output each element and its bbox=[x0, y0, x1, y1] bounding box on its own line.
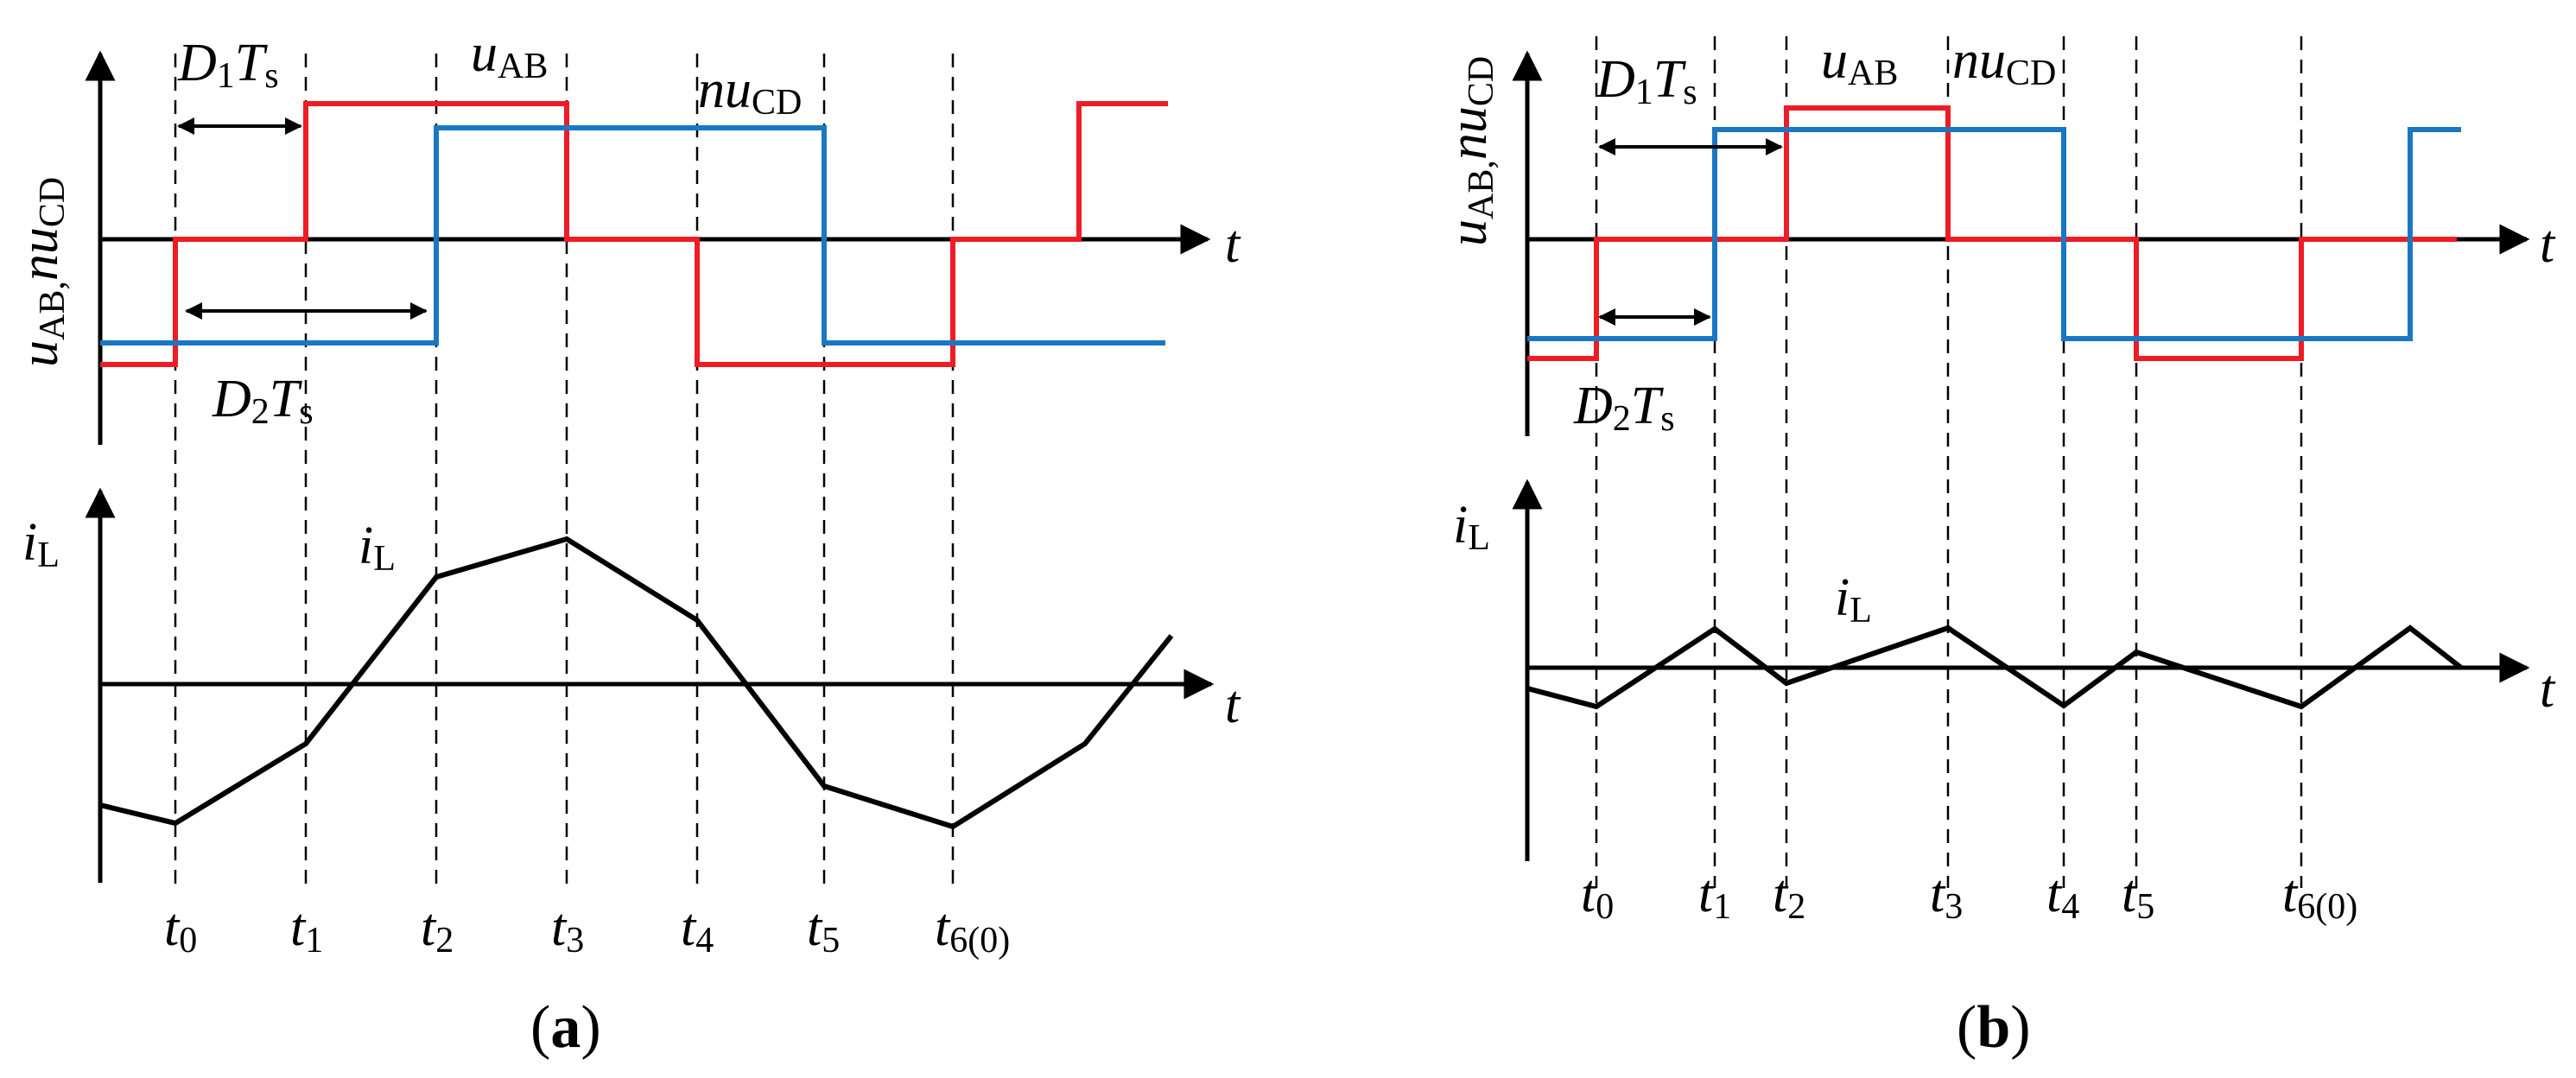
y-label-current: iL bbox=[1453, 496, 1490, 558]
uAB-label: uAB bbox=[471, 24, 548, 86]
t3-label: t3 bbox=[1930, 865, 1963, 927]
y-label-current: iL bbox=[22, 513, 60, 575]
iL-label: iL bbox=[358, 517, 396, 579]
iL-waveform bbox=[99, 536, 1174, 830]
t2-label: t2 bbox=[1773, 865, 1805, 927]
D2Ts-label: D2Ts bbox=[212, 370, 314, 432]
D1Ts-label: D1Ts bbox=[1596, 50, 1697, 112]
axis-t-label: t bbox=[1225, 215, 1241, 274]
t4-label: t4 bbox=[681, 898, 714, 961]
D1Ts-label: D1Ts bbox=[177, 34, 279, 96]
nuCD-label: nuCD bbox=[1952, 31, 2056, 93]
t5-label: t5 bbox=[2122, 865, 2154, 927]
nuCD-waveform bbox=[1527, 127, 2461, 341]
axis-t-label: t bbox=[1225, 675, 1241, 734]
t4-label: t4 bbox=[2046, 865, 2079, 927]
panel-b: uAB,nuCD iL t t D1Ts D2Ts uAB nuCD iL t0… bbox=[1439, 31, 2556, 1061]
panel-caption-a: (a) bbox=[530, 994, 601, 1061]
uAB-waveform bbox=[100, 101, 1168, 367]
t6-label: t6(0) bbox=[2282, 865, 2357, 927]
panel-caption-b: (b) bbox=[1957, 994, 2031, 1061]
y-label-voltage: uAB,nuCD bbox=[10, 177, 73, 367]
time-tick-labels: t0 t1 t2 t3 t4 t5 t6(0) bbox=[164, 898, 1010, 961]
axis-t-label: t bbox=[2540, 215, 2556, 274]
t1-label: t1 bbox=[290, 898, 323, 961]
nuCD-waveform bbox=[100, 125, 1165, 346]
t0-label: t0 bbox=[164, 898, 197, 961]
iL-waveform bbox=[1526, 625, 2463, 710]
D2Ts-label: D2Ts bbox=[1573, 377, 1675, 439]
t3-label: t3 bbox=[551, 898, 584, 961]
t1-label: t1 bbox=[1698, 865, 1731, 927]
t0-label: t0 bbox=[1581, 865, 1614, 927]
axis-t-label: t bbox=[2540, 660, 2556, 719]
time-tick-labels: t0 t1 t2 t3 t4 t5 t6(0) bbox=[1581, 865, 2357, 927]
panel-a: uAB,nuCD iL t t D1Ts D2Ts uAB nuCD iL t0… bbox=[10, 24, 1241, 1061]
y-label-voltage: uAB,nuCD bbox=[1439, 56, 1501, 246]
nuCD-label: nuCD bbox=[698, 60, 802, 123]
t5-label: t5 bbox=[807, 898, 840, 961]
iL-label: iL bbox=[1835, 568, 1872, 631]
t2-label: t2 bbox=[421, 898, 454, 961]
t6-label: t6(0) bbox=[935, 898, 1010, 961]
uAB-label: uAB bbox=[1821, 31, 1898, 93]
